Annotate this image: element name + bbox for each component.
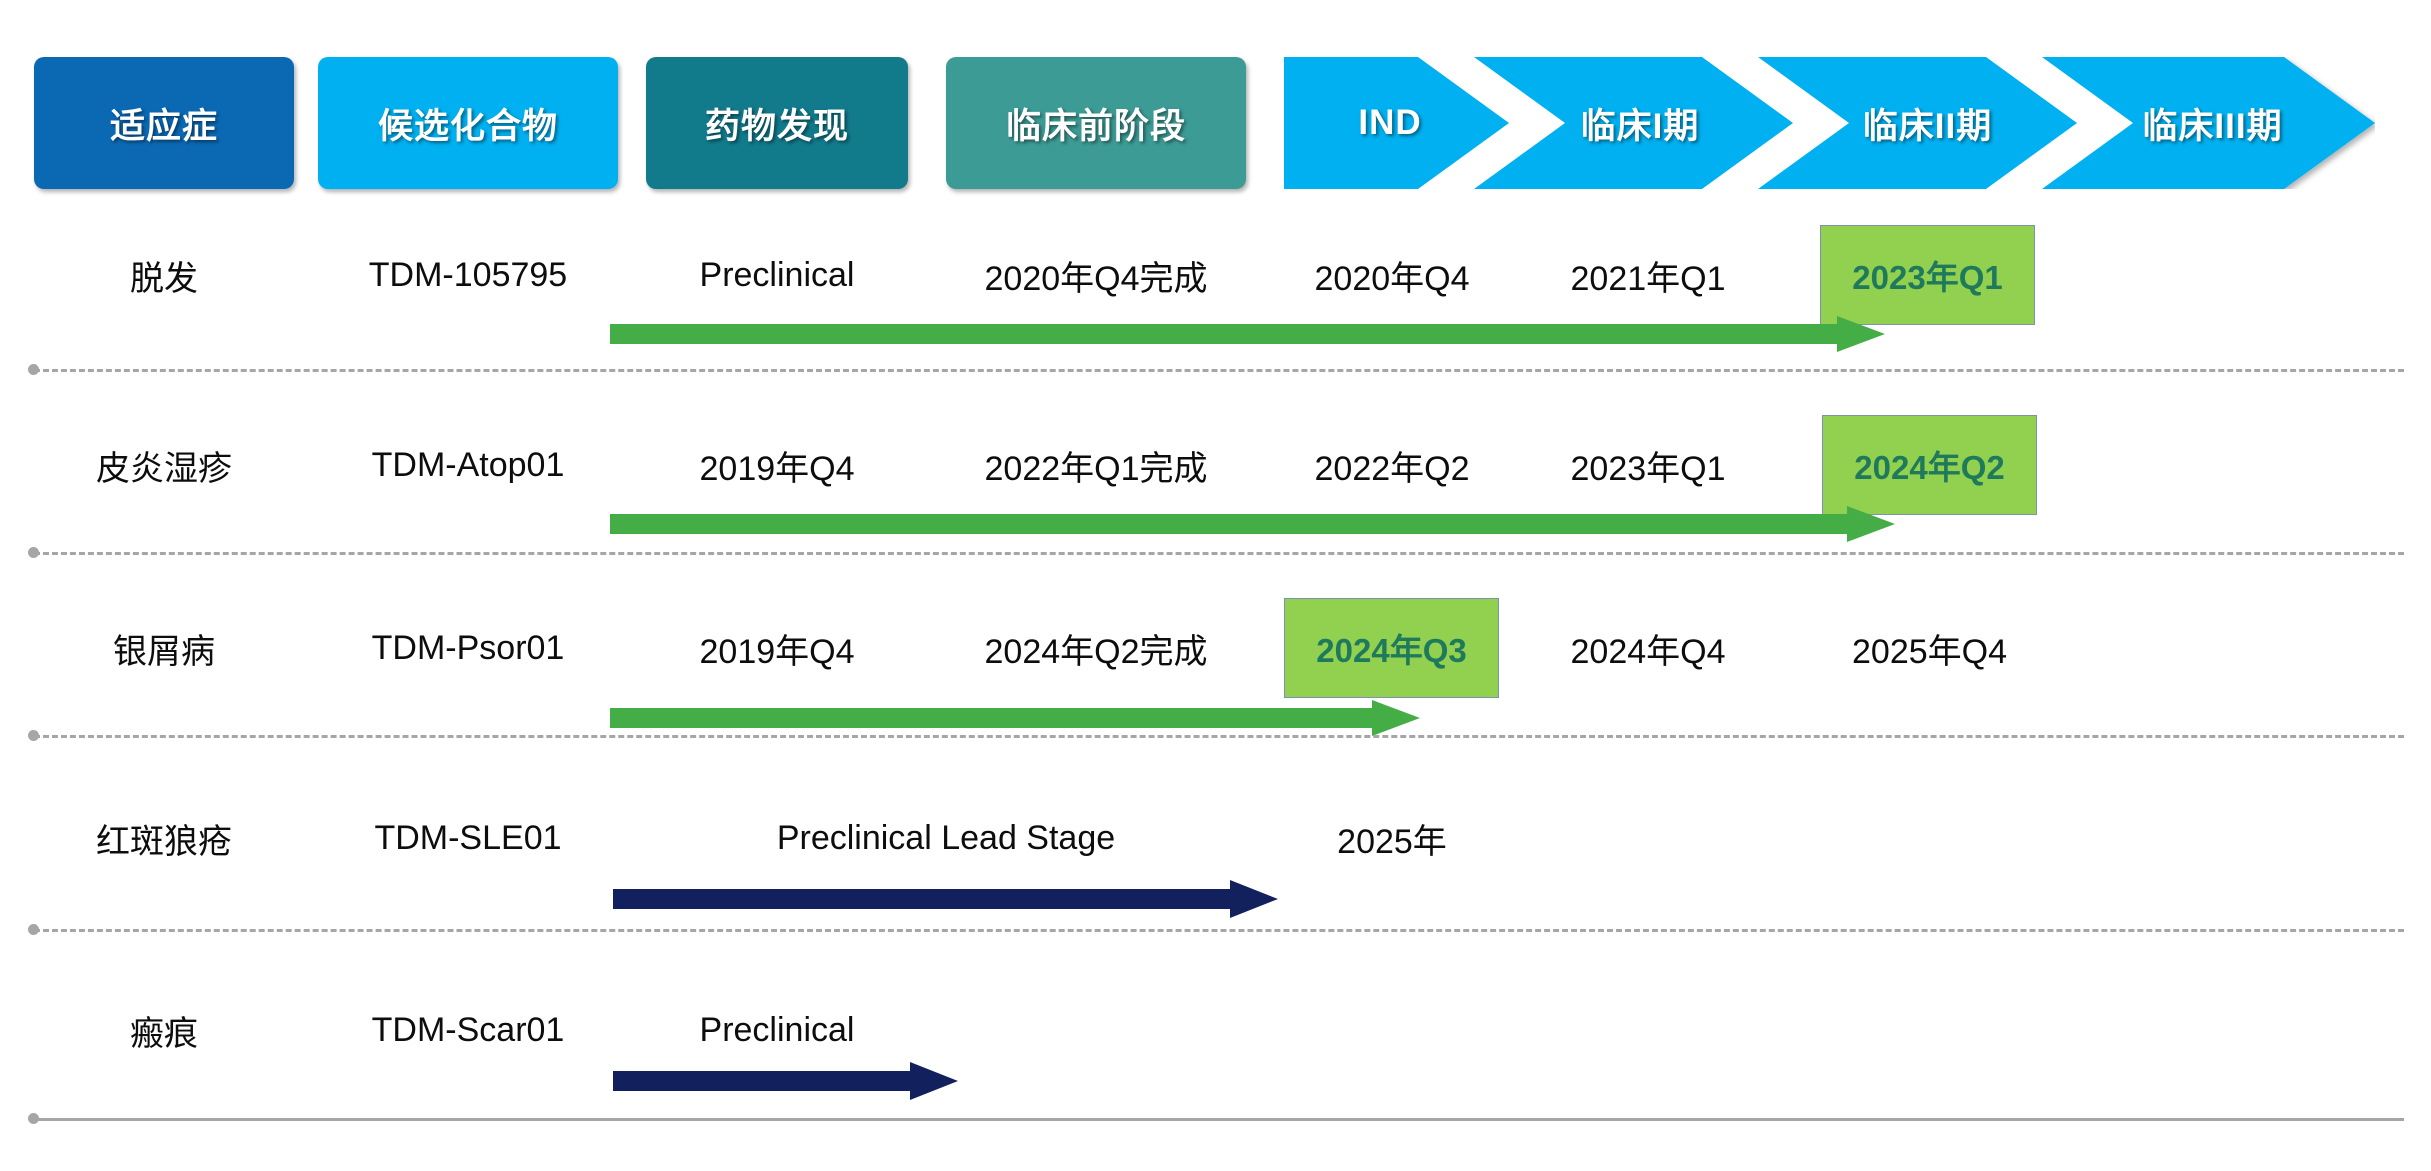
row-2-milestone-label: 2024年Q2 bbox=[1854, 449, 2005, 486]
row-3-milestone: 2024年Q3 bbox=[1284, 598, 1499, 698]
row-2-preclinical: 2022年Q1完成 bbox=[984, 449, 1208, 488]
row-5-compound: TDM-Scar01 bbox=[371, 1010, 565, 1049]
row-1-ind: 2020年Q4 bbox=[1314, 259, 1470, 298]
chevron-band-svg bbox=[1284, 57, 2375, 189]
row-3-arrow-shape bbox=[610, 700, 1420, 736]
header-preclinical: 临床前阶段 bbox=[946, 57, 1246, 189]
header-indication: 适应症 bbox=[34, 57, 294, 189]
row-4-progress-arrow bbox=[613, 880, 1278, 918]
row-2-milestone: 2024年Q2 bbox=[1822, 415, 2037, 515]
row-3-discovery: 2019年Q4 bbox=[699, 632, 855, 671]
chevron-notch-1-icon bbox=[1418, 57, 1565, 189]
row-4-separator bbox=[34, 929, 2404, 932]
row-4-separator-dot bbox=[28, 924, 39, 935]
row-5-separator bbox=[34, 1118, 2404, 1121]
row-3-separator bbox=[34, 735, 2404, 738]
row-5-discovery: Preclinical bbox=[699, 1010, 855, 1049]
row-2-arrow-shape bbox=[610, 506, 1895, 542]
row-2-separator-dot bbox=[28, 547, 39, 558]
row-4-discovery: Preclinical Lead Stage bbox=[776, 818, 1116, 857]
row-1-indication: 脱发 bbox=[130, 259, 198, 298]
row-1-phase1: 2021年Q1 bbox=[1570, 259, 1726, 298]
row-2-ind: 2022年Q2 bbox=[1314, 449, 1470, 488]
row-2-phase1: 2023年Q1 bbox=[1570, 449, 1726, 488]
header-discovery-label: 药物发现 bbox=[704, 106, 849, 146]
row-2-discovery: 2019年Q4 bbox=[699, 449, 855, 488]
row-1-progress-arrow bbox=[610, 316, 1885, 352]
row-3-phase2: 2025年Q4 bbox=[1852, 632, 2007, 671]
header-discovery: 药物发现 bbox=[646, 57, 908, 189]
row-5-separator-dot bbox=[28, 1113, 39, 1124]
row-4-arrow-shape bbox=[613, 880, 1278, 918]
header-phase-chevron-band bbox=[1284, 57, 2375, 189]
header-preclinical-label: 临床前阶段 bbox=[1005, 106, 1186, 146]
row-2-compound: TDM-Atop01 bbox=[371, 445, 565, 484]
row-1-milestone-label: 2023年Q1 bbox=[1852, 259, 2003, 296]
header-compound: 候选化合物 bbox=[318, 57, 618, 189]
row-3-indication: 银屑病 bbox=[113, 632, 215, 671]
row-5-arrow-shape bbox=[613, 1062, 958, 1100]
row-1-compound: TDM-105795 bbox=[368, 255, 568, 294]
row-3-progress-arrow bbox=[610, 700, 1420, 736]
row-2-separator bbox=[34, 552, 2404, 555]
row-3-separator-dot bbox=[28, 730, 39, 741]
row-3-preclinical: 2024年Q2完成 bbox=[984, 632, 1208, 671]
chevron-notch-2-icon bbox=[1702, 57, 1849, 189]
row-1-milestone: 2023年Q1 bbox=[1820, 225, 2035, 325]
row-2-indication: 皮炎湿疹 bbox=[96, 449, 232, 488]
row-3-phase1: 2024年Q4 bbox=[1570, 632, 1726, 671]
row-3-milestone-label: 2024年Q3 bbox=[1316, 632, 1467, 669]
row-4-indication: 红斑狼疮 bbox=[96, 822, 232, 861]
row-3-compound: TDM-Psor01 bbox=[371, 628, 565, 667]
chevron-notch-3-icon bbox=[1986, 57, 2133, 189]
row-5-progress-arrow bbox=[613, 1062, 958, 1100]
row-1-separator bbox=[34, 369, 2404, 372]
row-1-arrow-shape bbox=[610, 316, 1885, 352]
header-compound-label: 候选化合物 bbox=[377, 106, 558, 146]
row-1-separator-dot bbox=[28, 364, 39, 375]
row-5-indication: 瘢痕 bbox=[130, 1014, 198, 1053]
row-1-discovery: Preclinical bbox=[699, 255, 855, 294]
row-1-preclinical: 2020年Q4完成 bbox=[984, 259, 1208, 298]
header-indication-label: 适应症 bbox=[109, 106, 218, 146]
row-2-progress-arrow bbox=[610, 506, 1895, 542]
row-4-compound: TDM-SLE01 bbox=[374, 818, 562, 857]
row-4-ind: 2025年 bbox=[1337, 822, 1447, 861]
